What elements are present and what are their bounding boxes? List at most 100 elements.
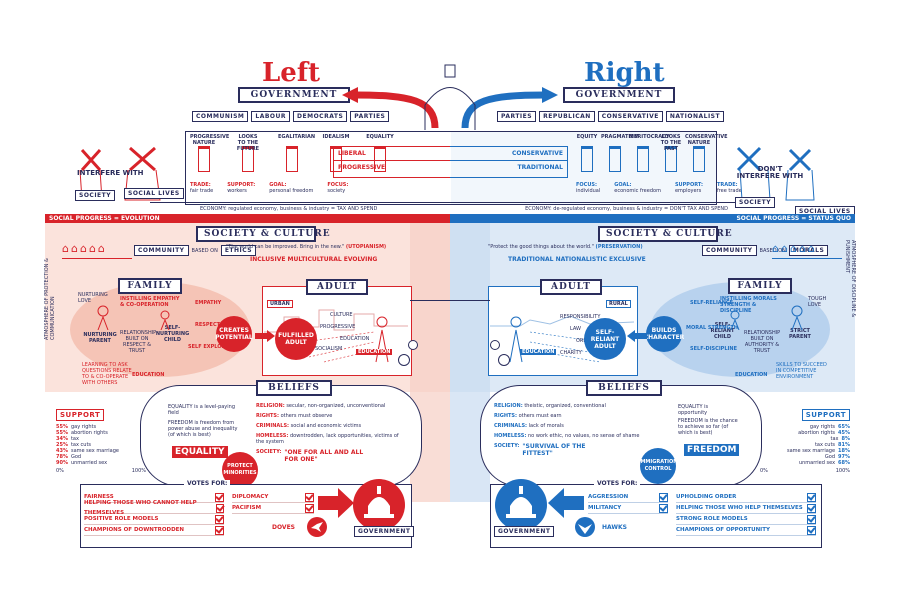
support-percent: 65%	[838, 424, 850, 430]
column-icon	[374, 146, 386, 172]
right-link-1: MORAL STRENGTH	[686, 325, 738, 331]
society-motto: "SURVIVAL OF THE FITTEST"	[522, 443, 586, 457]
pillar: IDEALISM	[322, 134, 350, 172]
support-percent: 68%	[838, 460, 850, 466]
quote-tag: (PRESERVATION)	[595, 244, 643, 250]
belief-value: secular, non-organized, unconventional	[286, 403, 386, 409]
right-band: CONSERVATIVE TRADITIONAL	[450, 146, 568, 178]
checkbox-icon	[216, 503, 224, 513]
right-government-tag: GOVERNMENT	[563, 87, 675, 103]
right-adult-item-0: RESPONSIBILITY	[560, 314, 601, 320]
right-values: TRADITIONAL NATIONALISTIC EXCLUSIVE	[508, 256, 646, 263]
left-equality-text: EQUALITY is a level-paying field	[168, 404, 238, 416]
doves-label: DOVES	[272, 524, 295, 531]
hawk-icon	[575, 517, 595, 537]
left-arrowhead-icon	[342, 87, 358, 103]
left-social-lives-tag: SOCIAL LIVES	[124, 188, 184, 199]
right-adult-item-3: CHARITY	[560, 350, 582, 356]
left-party-tags: COMMUNISM LABOUR DEMOCRATS PARTIES	[192, 111, 390, 122]
vote-label: DIPLOMACY	[232, 494, 269, 500]
left-values: INCLUSIVE MULTICULTURAL EVOLVING	[250, 256, 378, 263]
support-row: 25%tax cuts	[56, 442, 146, 448]
right-houses-icon: ⌂⌂⌂⌂⌂	[772, 242, 842, 259]
pillar: LOOKS TO THE FUTURE	[234, 134, 262, 172]
left-setting: URBAN	[267, 300, 293, 308]
right-adult-box: EDUCATION	[520, 349, 557, 355]
belief-row: CRIMINALS: social and economic victims	[256, 423, 406, 429]
vote-item: HELPING THOSE WHO HELP THEMSELVES	[676, 503, 816, 514]
left-trade: TRADE:fair trade	[190, 182, 213, 194]
left-adult-item-3: SOCIALISM	[315, 346, 343, 352]
pillar-label: LOOKS TO THE PAST	[660, 134, 682, 152]
support-label: SUPPORT:	[674, 182, 703, 188]
support-percent: 78%	[56, 454, 68, 460]
left-arrow-icon	[354, 91, 439, 129]
belief-key: HOMELESS:	[256, 433, 289, 439]
support-label: tax cuts	[814, 442, 836, 448]
right-trade-row: FOCUS:individual GOAL:economic freedom S…	[576, 182, 742, 194]
capitol-building	[185, 131, 717, 205]
support-label: unmarried sex	[70, 460, 108, 466]
pillar-label: EQUALITY	[366, 134, 394, 140]
belief-key: CRIMINALS:	[256, 423, 290, 429]
right-child: SELF-RELIANT CHILD	[710, 322, 735, 340]
focus-value: society	[327, 188, 346, 194]
vote-label: STRONG ROLE MODELS	[676, 516, 748, 522]
right-equality-text: EQUALITY is opportunity	[678, 404, 738, 416]
right-gov-tag: GOVERNMENT	[494, 526, 555, 537]
band-liberal: LIBERAL	[334, 147, 451, 161]
left-freedom-text: FREEDOM is freedom from power abuse and …	[168, 420, 238, 438]
right-community-row: COMMUNITY BASED ON MORALS	[702, 245, 829, 256]
left-progress-bar: SOCIAL PROGRESS = EVOLUTION	[45, 214, 450, 223]
support-percent: 81%	[838, 442, 850, 448]
belief-value: no work ethic, no values, no sense of sh…	[528, 433, 640, 439]
left-government-tag: GOVERNMENT	[238, 87, 350, 103]
left-progress-label: SOCIAL PROGRESS = EVOLUTION	[49, 215, 160, 222]
left-band: LIBERAL PROGRESSIVE	[333, 146, 451, 178]
belief-row: RIGHTS: others must observe	[256, 413, 406, 419]
party-parties-left: PARTIES	[350, 111, 390, 122]
left-capitol-circle-icon	[353, 479, 405, 531]
pillar-label: IDEALISM	[322, 134, 350, 140]
quote-text: "Protect the good things about the world…	[488, 244, 594, 250]
right-society-tag: SOCIETY	[735, 197, 776, 208]
right-adult-heading: ADULT	[540, 279, 602, 295]
steps-line	[150, 202, 750, 203]
left-pillars: PROGRESSIVE NATURE LOOKS TO THE FUTURE E…	[190, 134, 394, 172]
belief-key: HOMELESS:	[494, 433, 527, 439]
left-support-heading: SUPPORT	[56, 409, 105, 421]
band-progressive: PROGRESSIVE	[338, 164, 386, 171]
vote-label: AGGRESSION	[588, 494, 629, 500]
support-percent: 8%	[841, 436, 851, 442]
right-votes-panel	[490, 484, 822, 548]
left-big-arrow-icon	[318, 488, 354, 518]
vote-item: UPHOLDING ORDER	[676, 492, 816, 503]
right-party-tags: PARTIES REPUBLICAN CONSERVATIVE NATIONAL…	[497, 111, 725, 122]
support-percent: 45%	[838, 430, 850, 436]
party-nationalist: NATIONALIST	[665, 111, 725, 122]
right-focus: FOCUS:individual	[576, 182, 600, 194]
focus-label: FOCUS:	[576, 182, 597, 188]
party-labour: LABOUR	[251, 111, 291, 122]
right-progress-label: SOCIAL PROGRESS = STATUS QUO	[736, 215, 851, 222]
party-republican: REPUBLICAN	[539, 111, 595, 122]
left-interfere-text: INTERFERE WITH	[77, 169, 144, 177]
support-row: 55%gay rights	[56, 424, 146, 430]
quote-tag: (UTOPIANISM)	[345, 244, 387, 250]
focus-value: individual	[576, 188, 601, 194]
center-skyline-line	[410, 300, 490, 301]
left-adult-item-2: EDUCATION	[340, 336, 370, 342]
left-economy: ECONOMY: regulated economy, business & i…	[200, 206, 378, 212]
belief-value: lack of morals	[528, 423, 564, 429]
right-setting: RURAL	[606, 300, 631, 308]
vote-item: AGGRESSION	[588, 492, 668, 503]
belief-key: CRIMINALS:	[494, 423, 528, 429]
right-arrowhead-icon	[542, 87, 558, 103]
dome-icon	[424, 87, 476, 130]
right-society-heading: SOCIETY & CULTURE	[598, 226, 732, 242]
pillar: EGALITARIAN	[278, 134, 315, 172]
belief-row: CRIMINALS: lack of morals	[494, 423, 654, 429]
belief-key: RIGHTS:	[256, 413, 280, 419]
